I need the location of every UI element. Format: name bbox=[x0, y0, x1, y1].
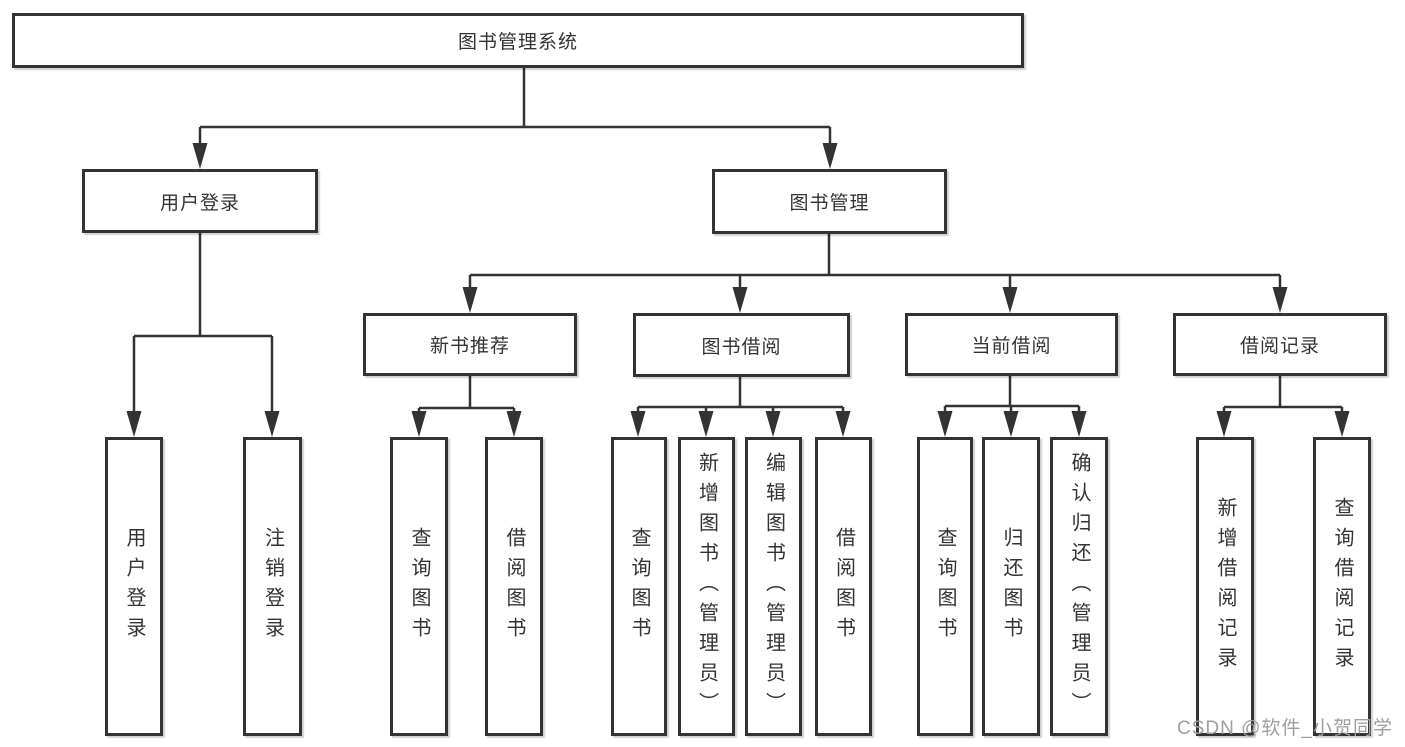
leaf-confirm-return-admin: 确认归还（管理员） bbox=[1050, 437, 1108, 736]
leaf-edit-book-admin-label: 编辑图书（管理员） bbox=[762, 451, 785, 722]
leaf-query-books-recommend: 查询图书 bbox=[390, 437, 448, 736]
node-book-borrow-label: 图书借阅 bbox=[701, 336, 782, 358]
node-user-login: 用户登录 bbox=[82, 169, 318, 233]
node-root: 图书管理系统 bbox=[12, 13, 1024, 68]
node-current-borrow: 当前借阅 bbox=[905, 313, 1118, 376]
node-current-borrow-label: 当前借阅 bbox=[971, 336, 1052, 357]
leaf-query-borrow-record: 查询借阅记录 bbox=[1313, 437, 1371, 736]
leaf-query-books-borrow-label: 查询图书 bbox=[628, 526, 650, 647]
leaf-query-books-recommend-label: 查询图书 bbox=[408, 526, 430, 647]
node-user-login-label: 用户登录 bbox=[159, 192, 240, 214]
leaf-borrow-books-label: 借阅图书 bbox=[832, 526, 855, 647]
node-new-book-recommend: 新书推荐 bbox=[363, 313, 577, 376]
leaf-return-books: 归还图书 bbox=[982, 437, 1040, 736]
watermark: CSDN @软件_小贺同学 bbox=[1177, 718, 1393, 739]
leaf-add-book-admin: 新增图书（管理员） bbox=[678, 437, 735, 736]
leaf-user-login-label: 用户登录 bbox=[123, 526, 145, 647]
leaf-query-books-current-label: 查询图书 bbox=[934, 526, 956, 647]
leaf-confirm-return-admin-label: 确认归还（管理员） bbox=[1068, 451, 1090, 722]
leaf-return-books-label: 归还图书 bbox=[1000, 526, 1022, 647]
leaf-edit-book-admin: 编辑图书（管理员） bbox=[745, 437, 802, 736]
node-borrow-records-label: 借阅记录 bbox=[1239, 336, 1320, 357]
node-book-management-label: 图书管理 bbox=[789, 193, 870, 214]
leaf-query-books-current: 查询图书 bbox=[917, 437, 973, 736]
leaf-query-borrow-record-label: 查询借阅记录 bbox=[1331, 496, 1353, 677]
node-root-label: 图书管理系统 bbox=[457, 32, 578, 53]
leaf-query-books-borrow: 查询图书 bbox=[611, 437, 667, 736]
leaf-user-login: 用户登录 bbox=[105, 437, 163, 736]
leaf-add-book-admin-label: 新增图书（管理员） bbox=[695, 451, 718, 722]
leaf-logout-label: 注销登录 bbox=[261, 526, 284, 647]
node-new-book-recommend-label: 新书推荐 bbox=[429, 336, 510, 357]
leaf-logout: 注销登录 bbox=[243, 437, 302, 736]
leaf-borrow-books-recommend-label: 借阅图书 bbox=[503, 526, 525, 647]
node-book-management: 图书管理 bbox=[712, 169, 947, 234]
leaf-borrow-books: 借阅图书 bbox=[815, 437, 872, 736]
arrowheads bbox=[126, 143, 1350, 437]
node-borrow-records: 借阅记录 bbox=[1173, 313, 1387, 376]
leaf-borrow-books-recommend: 借阅图书 bbox=[485, 437, 543, 736]
leaf-add-borrow-record: 新增借阅记录 bbox=[1196, 437, 1254, 736]
leaf-add-borrow-record-label: 新增借阅记录 bbox=[1214, 496, 1236, 677]
node-book-borrow: 图书借阅 bbox=[633, 313, 850, 377]
